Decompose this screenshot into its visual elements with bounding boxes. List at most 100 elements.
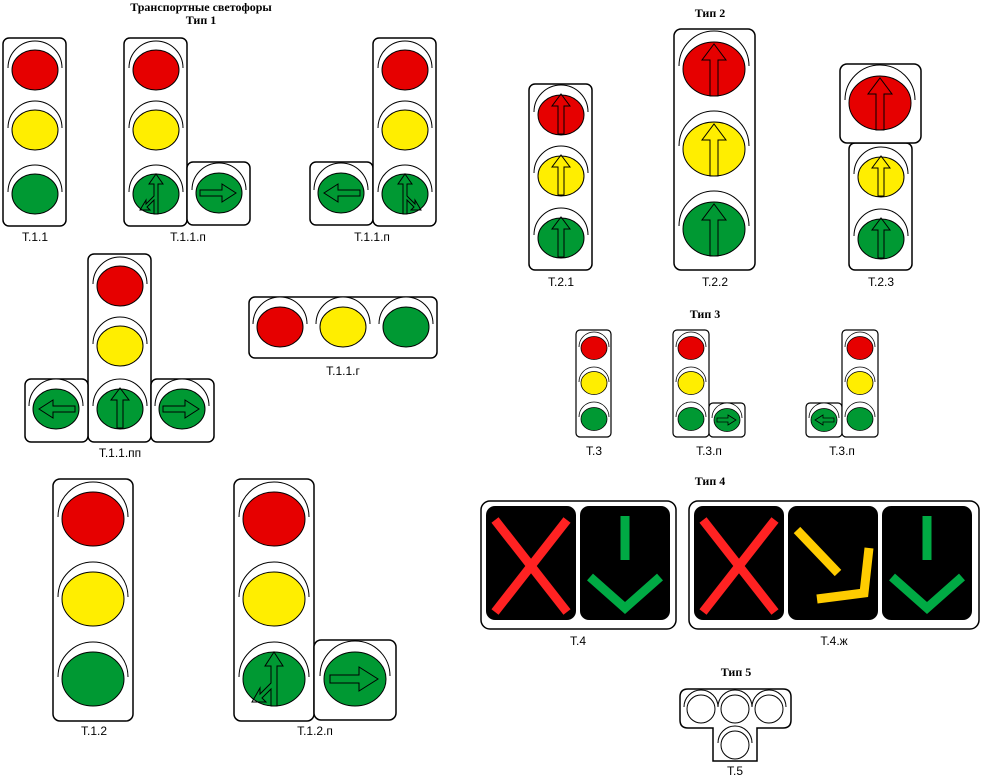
traffic-light-t12p bbox=[233, 478, 397, 722]
caption-t12: Т.1.2 bbox=[80, 724, 108, 738]
traffic-light-t111p-right bbox=[123, 37, 251, 227]
lamp-red bbox=[128, 40, 184, 91]
arrow-down-green-icon bbox=[587, 516, 663, 615]
lamp-green-straight bbox=[92, 378, 148, 430]
lamp-green-straight-right bbox=[377, 164, 433, 215]
traffic-light-t3 bbox=[575, 329, 612, 438]
caption-t111p-b: Т.1.1.п bbox=[354, 230, 390, 244]
lamp-yellow bbox=[578, 366, 610, 395]
caption-t4zh: Т.4.ж bbox=[820, 634, 848, 648]
lamp-green-right-arrow bbox=[319, 640, 391, 707]
group-type4-label: Тип 4 bbox=[694, 474, 726, 488]
lamp-yellow bbox=[7, 100, 63, 151]
lamp-green-left-arrow bbox=[28, 378, 84, 430]
lamp-green-straight-left bbox=[128, 164, 184, 215]
arrow-up-icon bbox=[551, 216, 571, 258]
lamp-green-right-arrow bbox=[191, 162, 247, 214]
lamp-green-right-arrow bbox=[154, 378, 210, 430]
traffic-light-t3p-right bbox=[672, 329, 746, 438]
group-type2-label: Тип 2 bbox=[694, 6, 726, 20]
traffic-light-t23 bbox=[839, 63, 922, 271]
group-type5-label: Тип 5 bbox=[720, 665, 752, 679]
lamp-red bbox=[844, 331, 876, 360]
arrow-down-green-icon bbox=[889, 516, 965, 615]
lamp-green bbox=[57, 641, 129, 707]
caption-t12p: Т.1.2.п bbox=[297, 724, 333, 738]
lamp-red-up-arrow bbox=[678, 30, 750, 97]
lamp-green bbox=[378, 296, 434, 348]
arrow-straight-right-icon bbox=[397, 173, 422, 215]
lamp-green-straight-left bbox=[238, 641, 310, 707]
lamp-off bbox=[717, 689, 753, 724]
group-type1-label: Тип 1 bbox=[185, 13, 217, 27]
arrow-up-icon bbox=[701, 203, 727, 257]
lamp-red bbox=[92, 256, 148, 307]
lamp-off bbox=[751, 689, 787, 724]
arrow-left-icon bbox=[323, 183, 361, 203]
arrow-up-icon bbox=[551, 93, 571, 135]
x-red-icon bbox=[699, 517, 779, 615]
lamp-yellow bbox=[315, 296, 371, 348]
caption-t4: Т.4 bbox=[569, 634, 587, 648]
lamp-red bbox=[238, 481, 310, 547]
caption-t111p-a: Т.1.1.п bbox=[170, 230, 206, 244]
lamp-red bbox=[252, 296, 308, 348]
arrow-right-icon bbox=[162, 399, 200, 419]
lamp-green-up-arrow bbox=[533, 207, 589, 259]
arrow-right-icon bbox=[199, 183, 237, 203]
lamp-yellow bbox=[92, 316, 148, 367]
lamp-yellow bbox=[128, 100, 184, 151]
lamp-green-right-arrow bbox=[711, 402, 743, 432]
arrow-up-icon bbox=[871, 155, 891, 197]
caption-t3p-b: Т.3.п bbox=[829, 444, 855, 458]
arrow-up-icon bbox=[871, 217, 891, 259]
lamp-red bbox=[578, 331, 610, 360]
arrow-straight-left-icon bbox=[139, 173, 164, 215]
traffic-light-t21 bbox=[528, 83, 593, 271]
lamp-green-left-arrow bbox=[808, 402, 840, 432]
arrow-up-icon bbox=[701, 123, 727, 177]
arrow-straight-left-icon bbox=[251, 651, 284, 707]
arrow-up-icon bbox=[867, 77, 893, 131]
lamp-green bbox=[578, 401, 610, 431]
arrow-up-icon bbox=[551, 154, 571, 196]
caption-t3: Т.3 bbox=[585, 444, 603, 458]
lamp-red bbox=[377, 40, 433, 91]
arrow-up-icon bbox=[701, 43, 727, 97]
caption-t111: Т.1.1 bbox=[21, 230, 49, 244]
traffic-light-t111pp bbox=[24, 253, 215, 443]
lamp-off bbox=[717, 725, 753, 760]
lamp-yellow-up-arrow bbox=[678, 110, 750, 177]
lamp-yellow-up-arrow bbox=[853, 146, 909, 198]
lamp-red-up-arrow bbox=[533, 84, 589, 136]
traffic-light-t111g bbox=[248, 296, 438, 359]
lamp-off bbox=[683, 689, 719, 724]
traffic-light-t22 bbox=[673, 28, 756, 271]
lamp-yellow-up-arrow bbox=[533, 145, 589, 197]
traffic-light-t111 bbox=[2, 37, 67, 227]
caption-t111g: Т.1.1.г bbox=[326, 364, 360, 378]
caption-t22: Т.2.2 bbox=[701, 275, 729, 289]
x-red-icon bbox=[491, 517, 571, 615]
lamp-green bbox=[7, 164, 63, 215]
lamp-yellow bbox=[675, 366, 707, 395]
caption-t3p-a: Т.3.п bbox=[696, 444, 722, 458]
lamp-green-up-arrow bbox=[678, 190, 750, 257]
group-type3-label: Тип 3 bbox=[689, 307, 721, 321]
lamp-yellow bbox=[238, 561, 310, 627]
lamp-green bbox=[675, 401, 707, 431]
arrow-up-icon bbox=[110, 387, 130, 429]
arrow-right-icon bbox=[329, 666, 379, 692]
traffic-light-t4zh bbox=[688, 500, 980, 630]
traffic-light-t12 bbox=[52, 478, 134, 722]
caption-t111pp: Т.1.1.пп bbox=[98, 446, 142, 460]
traffic-light-t111p-left bbox=[309, 37, 437, 227]
arrow-right-icon bbox=[716, 414, 737, 426]
lamp-green-left-arrow bbox=[313, 162, 369, 214]
lamp-green-up-arrow bbox=[853, 208, 909, 260]
arrow-left-icon bbox=[38, 399, 76, 419]
arrow-left-icon bbox=[814, 414, 835, 426]
lamp-yellow bbox=[57, 561, 129, 627]
traffic-light-t5 bbox=[679, 688, 792, 762]
